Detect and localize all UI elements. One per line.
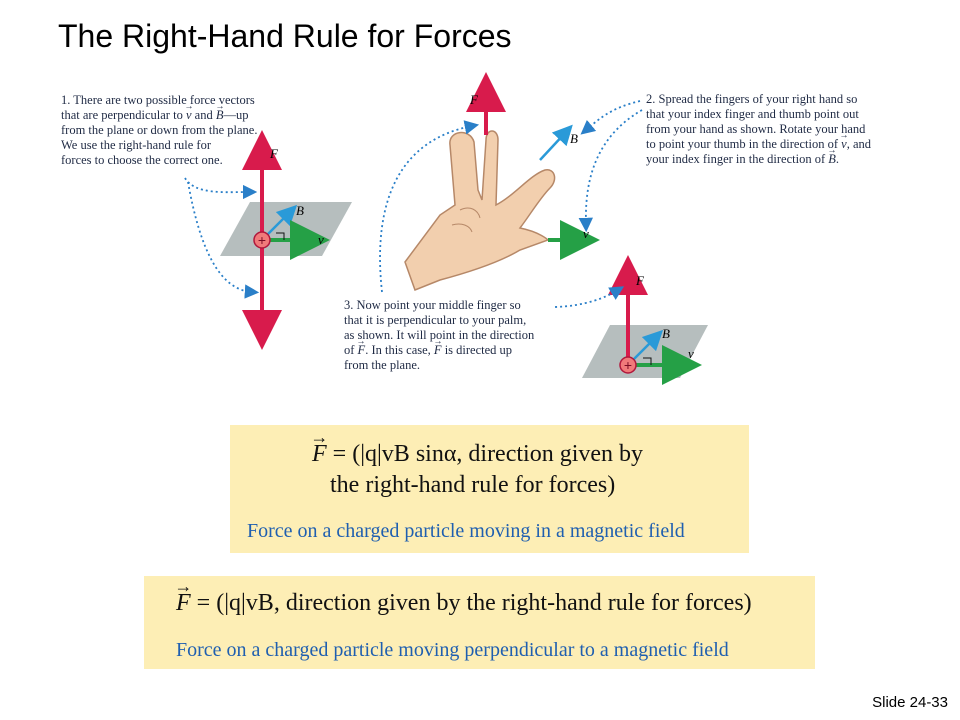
step-2-line: that your index finger and thumb point o…: [646, 107, 859, 121]
formula-1-line-2: the right-hand rule for forces): [330, 472, 616, 498]
step-3-line: of: [344, 343, 358, 357]
left-charge: [253, 231, 271, 249]
left-b-label: B: [296, 203, 304, 218]
step-1-line: 1. There are two possible force vectors: [61, 93, 255, 107]
left-right-angle: [276, 232, 285, 240]
step-1-line: from the plane or down from the plane.: [61, 123, 258, 137]
b-symbol: B: [216, 108, 224, 123]
step-1-line: forces to choose the correct one.: [61, 153, 223, 167]
right-hand-illustration: [404, 130, 556, 291]
step-3-line: from the plane.: [344, 358, 421, 372]
left-charge-sign: +: [258, 232, 266, 248]
force-vector-symbol: F: [312, 441, 327, 468]
f-symbol: F: [434, 343, 442, 358]
f-symbol: F: [358, 343, 366, 358]
force-vector-symbol: F: [176, 590, 191, 617]
right-hand-rule-diagram: + F B v F B v + F B v: [184, 72, 708, 385]
formula-box-perpendicular: F = (|q|vB, direction given by the right…: [144, 576, 815, 669]
step-2-line: your index finger in the direction of: [646, 152, 829, 166]
step-2-line: 2. Spread the fingers of your right hand…: [646, 92, 858, 106]
step-3-caption: 3. Now point your middle finger so that …: [344, 298, 594, 373]
slide-title: The Right-Hand Rule for Forces: [58, 18, 512, 54]
step-2-caption: 2. Spread the fingers of your right hand…: [646, 92, 946, 167]
center-b-label: B: [570, 131, 578, 146]
step-2-line: from your hand as shown. Rotate your han…: [646, 122, 866, 136]
pointer-step1-to-f-up: [184, 177, 258, 200]
right-v-label: v: [688, 346, 694, 361]
center-v-label: v: [583, 226, 589, 241]
slide-number: Slide 24-33: [872, 694, 948, 711]
step-3-line: 3. Now point your middle finger so: [344, 298, 521, 312]
left-f-label: F: [269, 146, 279, 161]
step-2-line: , and: [846, 137, 871, 151]
right-charge: [619, 356, 637, 374]
formula-2-label: Force on a charged particle moving perpe…: [176, 639, 729, 661]
step-1-line: that are perpendicular to: [61, 108, 186, 122]
step-1-line: and: [191, 108, 216, 122]
pointer-step3-to-result: [554, 286, 625, 308]
formula-2-line: F = (|q|vB, direction given by the right…: [176, 590, 752, 617]
pointer-step2-to-v: [578, 109, 643, 233]
step-3-line: that it is perpendicular to your palm,: [344, 313, 527, 327]
right-right-angle: [643, 357, 652, 365]
right-f-label: F: [635, 273, 645, 288]
formula-1-expression: = (|q|vB sinα, direction given by: [326, 441, 644, 467]
step-1-caption: 1. There are two possible force vectors …: [61, 93, 326, 168]
step-2-line: to point your thumb in the direction of: [646, 137, 842, 151]
formula-2-expression: = (|q|vB, direction given by the right-h…: [190, 590, 752, 616]
formula-box-general: F = (|q|vB sinα, direction given by the …: [230, 425, 749, 553]
v-symbol: v: [841, 137, 847, 152]
center-field-arrow: [539, 124, 573, 161]
formula-1-label: Force on a charged particle moving in a …: [247, 520, 685, 542]
center-f-label: F: [469, 92, 479, 107]
right-charge-sign: +: [624, 357, 632, 373]
step-1-line: —up: [223, 108, 249, 122]
right-b-label: B: [662, 326, 670, 341]
v-symbol: v: [186, 108, 192, 123]
b-symbol: B: [828, 152, 836, 167]
step-2-line: .: [835, 152, 840, 166]
step-3-line: is directed up: [441, 343, 513, 357]
step-3-line: . In this case,: [365, 343, 434, 357]
step-1-line: We use the right-hand rule for: [61, 138, 211, 152]
left-plane: [220, 202, 352, 256]
left-v-label: v: [318, 232, 324, 247]
pointer-step2-to-b: [580, 100, 641, 135]
formula-1-line-1: F = (|q|vB sinα, direction given by: [312, 441, 643, 468]
